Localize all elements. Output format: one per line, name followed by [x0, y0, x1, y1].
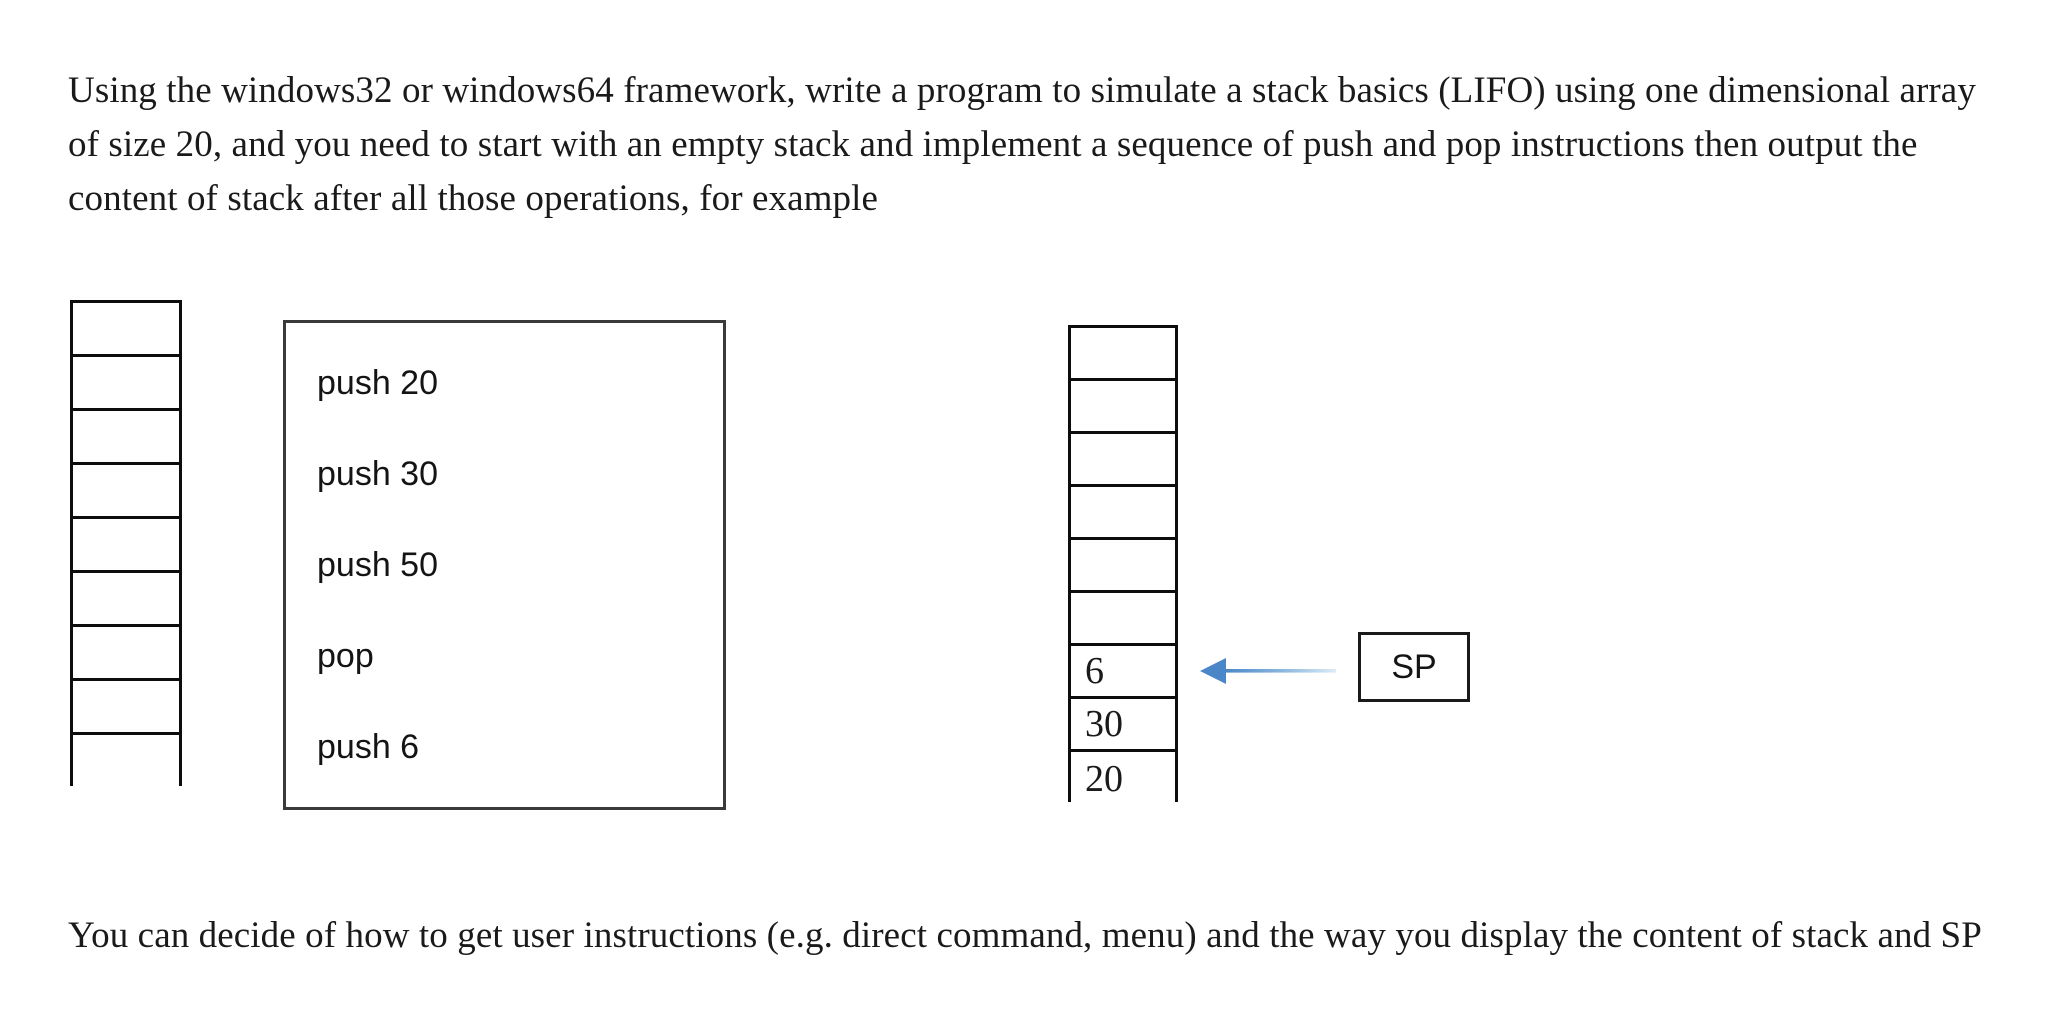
instruction-sequence-box: push 20 push 30 push 50 pop push 6: [283, 320, 726, 810]
instruction-item-4: push 6: [317, 728, 420, 766]
instruction-item-3: pop: [317, 637, 374, 675]
closing-paragraph: You can decide of how to get user instru…: [68, 915, 1982, 956]
intro-paragraph: Using the windows32 or windows64 framewo…: [68, 70, 1976, 219]
result-stack-cell-2: [1071, 434, 1175, 487]
result-stack-cell-5: [1071, 593, 1175, 646]
result-stack-cell-0: [1071, 328, 1175, 381]
empty-stack-cell-4: [73, 519, 179, 573]
empty-stack-cell-3: [73, 465, 179, 519]
instruction-item-2: push 50: [317, 546, 438, 584]
empty-stack-cell-5: [73, 573, 179, 627]
stack-pointer-box: SP: [1358, 632, 1470, 702]
instruction-item-1: push 30: [317, 455, 438, 493]
empty-stack-cell-1: [73, 357, 179, 411]
result-stack-cell-4: [1071, 540, 1175, 593]
empty-stack-cell-6: [73, 627, 179, 681]
empty-stack-cell-2: [73, 411, 179, 465]
stack-pointer-label: SP: [1391, 647, 1437, 686]
empty-stack-column: [70, 300, 182, 789]
stack-pointer-arrow-icon: [1200, 658, 1336, 684]
result-stack-cell-6: 6: [1071, 646, 1175, 699]
result-stack-cell-3: [1071, 487, 1175, 540]
empty-stack-cell-0: [73, 303, 179, 357]
result-stack-cell-8: 20: [1071, 752, 1175, 805]
empty-stack-cell-7: [73, 681, 179, 735]
result-stack-cell-7: 30: [1071, 699, 1175, 752]
empty-stack-cell-8: [73, 735, 179, 789]
result-stack-cell-1: [1071, 381, 1175, 434]
instruction-item-0: push 20: [317, 364, 438, 402]
